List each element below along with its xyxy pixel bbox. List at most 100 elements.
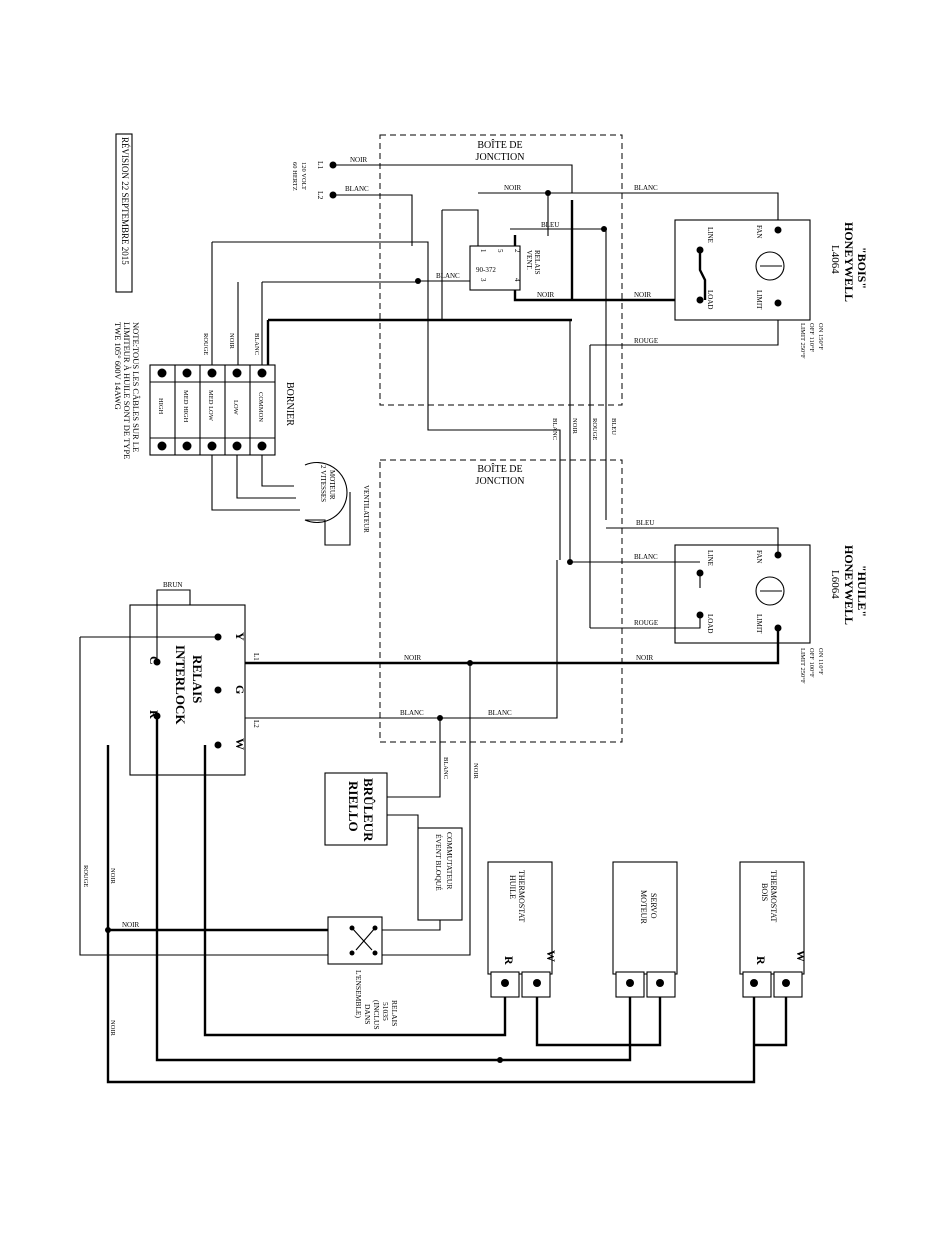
interlock-r: R bbox=[147, 710, 161, 719]
bornier-row-low: LOW bbox=[232, 400, 239, 416]
relay-51035-label-4: DANS bbox=[363, 1004, 372, 1024]
wire-label-bleu-mid: BLEU bbox=[610, 418, 617, 435]
wire-switch-relay bbox=[382, 920, 441, 931]
servo-terminal-2 bbox=[656, 979, 664, 987]
interlock-label-2: INTERLOCK bbox=[173, 645, 188, 725]
wire-w-thermostat-bold bbox=[203, 745, 507, 1037]
switch-box bbox=[417, 827, 463, 921]
oil-dial bbox=[755, 576, 785, 606]
relay-term-3: 3 bbox=[479, 278, 487, 282]
interlock-y: Y bbox=[233, 632, 247, 641]
wire-label-rouge-oil: ROUGE bbox=[634, 619, 658, 627]
interlock-label-1: RELAIS bbox=[190, 655, 205, 703]
thermostat-wood-r-terminal bbox=[750, 979, 758, 987]
relay-term-1: 1 bbox=[479, 249, 487, 253]
motor-label-2: 2 VITESSES bbox=[319, 465, 327, 502]
wire-w-wood-bold bbox=[754, 985, 788, 1047]
revision-box bbox=[115, 133, 133, 293]
burner-box bbox=[324, 772, 388, 846]
thermostat-oil-r: R bbox=[502, 956, 516, 965]
junction-dot bbox=[497, 1057, 503, 1063]
oil-line-terminal bbox=[696, 569, 704, 577]
note-line-2: LIMITEUR À HUILE SONT DE TYPE bbox=[122, 322, 132, 459]
relay-51035-box bbox=[327, 916, 383, 965]
oil-limit-name: "HUILE" bbox=[855, 565, 869, 617]
thermostat-wood-w: W bbox=[794, 950, 808, 962]
note-line-1: NOTE:TOUS LES CÂBLES SUR LE bbox=[131, 322, 141, 452]
wood-dial bbox=[755, 251, 785, 281]
switch-label-1: COMMUTATEUR bbox=[445, 832, 454, 889]
wire-label-noir-l1: NOIR bbox=[350, 156, 367, 164]
wire-rouge-relay bbox=[79, 637, 328, 956]
servo-box bbox=[612, 861, 678, 975]
note-line-3: TWE 105° 600V 14AWG bbox=[113, 322, 123, 410]
relay-51035-label-2: 51035 bbox=[381, 1002, 390, 1021]
wire-r-servo-bold bbox=[155, 716, 632, 1062]
wire-noir-burner bbox=[382, 663, 471, 956]
interlock-l2: L2 bbox=[252, 720, 260, 728]
interlock-c: C bbox=[147, 656, 161, 665]
servo-label-1: SERVO bbox=[649, 893, 658, 919]
wire-w-oil-servo-bold bbox=[535, 985, 662, 1047]
wire-bleu-oil-fan bbox=[606, 527, 779, 553]
wire-label-noir-bornier: NOIR bbox=[228, 333, 235, 350]
relay-vent-name-1: RELAIS bbox=[533, 250, 541, 275]
interlock-g: G bbox=[233, 685, 247, 694]
oil-limit-brand: HONEYWELL bbox=[842, 545, 856, 625]
junction-dot bbox=[567, 559, 573, 565]
wire-label-bleu-oil: BLEU bbox=[636, 519, 654, 527]
bornier-title: BORNIER bbox=[284, 382, 295, 426]
thermostat-wood-box bbox=[739, 861, 805, 975]
junction-bottom-label-2: JONCTION bbox=[476, 476, 525, 487]
wire-label-brun: BRUN bbox=[163, 581, 182, 589]
terminal-l1 bbox=[329, 161, 337, 169]
oil-limit-label: LIMIT bbox=[755, 614, 763, 634]
motor-housing bbox=[304, 461, 351, 546]
wire-bornier-motor-1 bbox=[211, 455, 300, 511]
interlock-g-terminal bbox=[214, 686, 222, 694]
relay-51035-label-1: RELAIS bbox=[390, 1000, 399, 1026]
motor-label-1: MOTEUR bbox=[328, 470, 336, 500]
relay-51035-label-3: (INCLUS bbox=[372, 1000, 381, 1030]
oil-fan-terminal bbox=[774, 551, 782, 559]
wire-label-bleu-top: BLEU bbox=[541, 221, 559, 229]
wire-label-noir-l1-bottom: NOIR bbox=[404, 654, 421, 662]
oil-limit-model: L6064 bbox=[829, 570, 841, 599]
thermostat-oil-w: W bbox=[544, 950, 558, 962]
wire-label-noir-top: NOIR bbox=[504, 184, 521, 192]
wire-label-blanc-l2-right: BLANC bbox=[488, 709, 512, 717]
wood-load-label: LOAD bbox=[706, 290, 714, 309]
wood-limit-box bbox=[674, 219, 811, 321]
bornier-row-common: COMMON bbox=[257, 392, 264, 422]
wire-label-rouge-left: ROUGE bbox=[82, 865, 89, 887]
oil-limit-off: OFF 100°F bbox=[808, 648, 815, 678]
wire-label-noir-oil: NOIR bbox=[636, 654, 653, 662]
bornier-terminals bbox=[157, 368, 267, 451]
wire-relay-5 bbox=[442, 209, 479, 250]
supply-volt: 120 VOLT bbox=[300, 162, 307, 190]
interlock-box bbox=[129, 604, 246, 776]
interlock-w: W bbox=[233, 738, 247, 750]
relay-vent-box bbox=[469, 245, 521, 291]
burner-label-1: BRÛLEUR bbox=[361, 778, 376, 842]
relay-vent-name-2: VENT. bbox=[525, 250, 533, 270]
bornier-row-med-low: MED LOW bbox=[207, 390, 214, 422]
servo-terminal-1 bbox=[626, 979, 634, 987]
wire-noir-wood-thermo-bold bbox=[106, 745, 756, 1084]
oil-limit-terminal bbox=[774, 624, 782, 632]
wire-l2-blanc bbox=[336, 194, 413, 246]
relay-51035-contacts bbox=[351, 927, 376, 951]
supply-hertz: 60 HERTZ bbox=[291, 162, 298, 191]
junction-bottom-label-1: BOÎTE DE bbox=[477, 463, 522, 475]
thermostat-oil-box bbox=[487, 861, 553, 975]
bornier-row-high: HIGH bbox=[157, 398, 164, 415]
wire-label-noir-relay: NOIR bbox=[537, 291, 554, 299]
oil-limit-box bbox=[674, 544, 811, 644]
wire-label-noir-mid: NOIR bbox=[571, 418, 578, 435]
wire-label-rouge-bornier: ROUGE bbox=[202, 333, 209, 355]
wire-label-noir-burner: NOIR bbox=[472, 763, 479, 780]
junction-top-label-1: BOÎTE DE bbox=[477, 139, 522, 151]
wood-limit-terminal bbox=[774, 299, 782, 307]
oil-load-label: LOAD bbox=[706, 614, 714, 633]
junction-box-bottom bbox=[379, 459, 623, 743]
